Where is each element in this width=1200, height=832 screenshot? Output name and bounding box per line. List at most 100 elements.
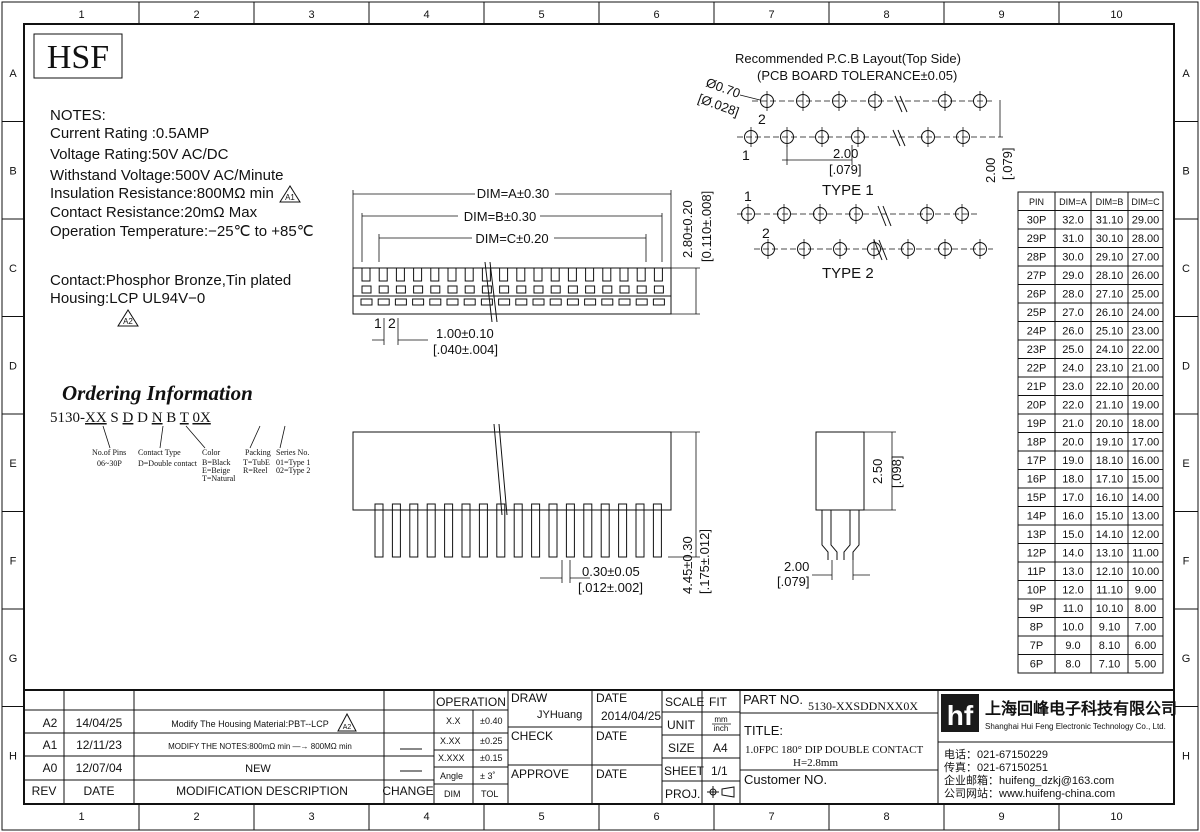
side-view: 4.45±0.30 [.175±.012] 0.30±0.05 [.012±.0… bbox=[352, 423, 712, 595]
table-cell: 17.10 bbox=[1096, 474, 1124, 486]
table-cell: 23.10 bbox=[1096, 363, 1124, 375]
table-cell: 21.00 bbox=[1132, 363, 1160, 375]
tol-val: ±0.15 bbox=[480, 753, 502, 763]
pcb-pin bbox=[496, 503, 506, 558]
contact-lower bbox=[515, 298, 528, 306]
table-header-cell: PIN bbox=[1029, 197, 1044, 207]
change-header: CHANGE bbox=[382, 784, 433, 798]
contact-slot bbox=[413, 268, 423, 282]
pcb-pin bbox=[409, 503, 419, 558]
column-label: 7 bbox=[768, 811, 774, 823]
table-cell: 12.10 bbox=[1096, 566, 1124, 578]
contact-lower bbox=[463, 298, 476, 306]
contact-upper bbox=[447, 285, 458, 294]
title-line-2: H=2.8mm bbox=[793, 757, 838, 769]
note-line: Insulation Resistance:800MΩ min bbox=[50, 185, 274, 202]
column-label: 2 bbox=[193, 9, 199, 21]
table-cell: 14.10 bbox=[1096, 529, 1124, 541]
row-label: A bbox=[1182, 68, 1190, 80]
pcb-row-gap: 2.00 bbox=[983, 158, 998, 183]
approve-date-label: DATE bbox=[596, 767, 627, 781]
revision-mark-a2: A2 bbox=[117, 309, 139, 327]
table-cell: 26.10 bbox=[1096, 307, 1124, 319]
option-line: T=Natural bbox=[202, 474, 236, 483]
svg-text:Series No.: Series No. bbox=[276, 448, 309, 457]
column-label: 6 bbox=[653, 811, 659, 823]
pcb-pitch-dim-inch: [.079] bbox=[829, 162, 862, 177]
pcb-pin bbox=[635, 503, 645, 558]
pcb-pin bbox=[391, 503, 401, 558]
notes-heading: NOTES: bbox=[50, 107, 106, 124]
contact-lower bbox=[480, 298, 493, 306]
title-block: A2 14/04/25 Modify The Housing Material:… bbox=[24, 689, 1177, 804]
pcb-pin-label: 2 bbox=[758, 111, 766, 127]
rev-date-cell: 12/11/23 bbox=[76, 738, 122, 752]
table-cell: 22P bbox=[1027, 363, 1047, 375]
pin-width-dim-inch: [.012±.002] bbox=[578, 580, 643, 595]
break-mark bbox=[882, 205, 892, 227]
table-cell: 30.10 bbox=[1096, 233, 1124, 245]
row-label: A bbox=[9, 68, 17, 80]
contact-slot bbox=[516, 268, 526, 282]
rev-cell: A0 bbox=[43, 761, 58, 775]
tol-dim: X.X bbox=[446, 716, 461, 726]
note-line: Current Rating :0.5AMP bbox=[50, 125, 209, 142]
tol-val: ± 3˚ bbox=[480, 771, 495, 781]
table-cell: 24.10 bbox=[1096, 344, 1124, 356]
contact-upper bbox=[516, 285, 527, 294]
check-date-label: DATE bbox=[596, 729, 627, 743]
table-cell: 25.10 bbox=[1096, 326, 1124, 338]
table-cell: 13P bbox=[1027, 529, 1047, 541]
rev-date-cell: 14/04/25 bbox=[76, 716, 123, 730]
tol-dim: X.XX bbox=[440, 736, 461, 746]
table-cell: 29P bbox=[1027, 233, 1047, 245]
dim-b-label: DIM=B±0.30 bbox=[464, 209, 537, 224]
table-cell: 11.00 bbox=[1132, 548, 1159, 560]
contact-lower bbox=[549, 298, 562, 306]
option-line: T=TubE bbox=[243, 458, 270, 467]
table-cell: 24.00 bbox=[1132, 307, 1160, 319]
table-cell: 20.10 bbox=[1096, 418, 1124, 430]
table-cell: 5.00 bbox=[1135, 659, 1156, 671]
table-cell: 6.00 bbox=[1135, 640, 1156, 652]
table-cell: 10P bbox=[1027, 585, 1047, 597]
row-label: C bbox=[9, 263, 17, 275]
contact-upper bbox=[413, 285, 424, 294]
company-name-cn: 上海回峰电子科技有限公司 bbox=[985, 699, 1177, 718]
pcb-layout: Recommended P.C.B Layout(Top Side) (PCB … bbox=[696, 51, 1015, 282]
contact-lower bbox=[584, 298, 597, 306]
part-no-value: 5130-XXSDDNXX0X bbox=[808, 699, 918, 713]
table-cell: 18P bbox=[1027, 437, 1047, 449]
table-cell: 19P bbox=[1027, 418, 1047, 430]
note-line: Operation Temperature:−25℃ to +85℃ bbox=[50, 223, 314, 240]
contact-slot bbox=[378, 268, 388, 282]
contact-slot bbox=[567, 268, 577, 282]
contact-upper bbox=[550, 285, 561, 294]
note-line: Voltage Rating:50V AC/DC bbox=[50, 146, 229, 163]
table-cell: 16.00 bbox=[1132, 455, 1160, 467]
contact-upper bbox=[602, 285, 613, 294]
contact-slot bbox=[430, 268, 440, 282]
table-cell: 27.00 bbox=[1132, 252, 1160, 264]
table-cell: 26P bbox=[1027, 289, 1047, 301]
table-cell: 26.00 bbox=[1132, 270, 1160, 282]
pcb-pin-label: 1 bbox=[744, 188, 752, 204]
table-cell: 27P bbox=[1027, 270, 1047, 282]
option-line: 01=Type 1 bbox=[276, 458, 310, 467]
rev-header: REV bbox=[32, 784, 57, 798]
tol-footer: DIM bbox=[444, 789, 461, 799]
pin-2-label: 2 bbox=[388, 315, 396, 331]
front-view-contacts bbox=[353, 268, 671, 306]
svg-text:06~30P: 06~30P bbox=[97, 459, 122, 468]
table-cell: 10.10 bbox=[1096, 603, 1124, 615]
type-2-label: TYPE 2 bbox=[822, 265, 874, 282]
pcb-pin bbox=[548, 503, 558, 558]
row-label: D bbox=[1182, 360, 1190, 372]
logo-text: HSF bbox=[47, 39, 109, 76]
contact-slot bbox=[361, 268, 371, 282]
svg-text:Contact Type: Contact Type bbox=[138, 448, 181, 457]
body-height-dim: 2.50 bbox=[870, 459, 885, 484]
pcb-pin bbox=[444, 503, 454, 558]
